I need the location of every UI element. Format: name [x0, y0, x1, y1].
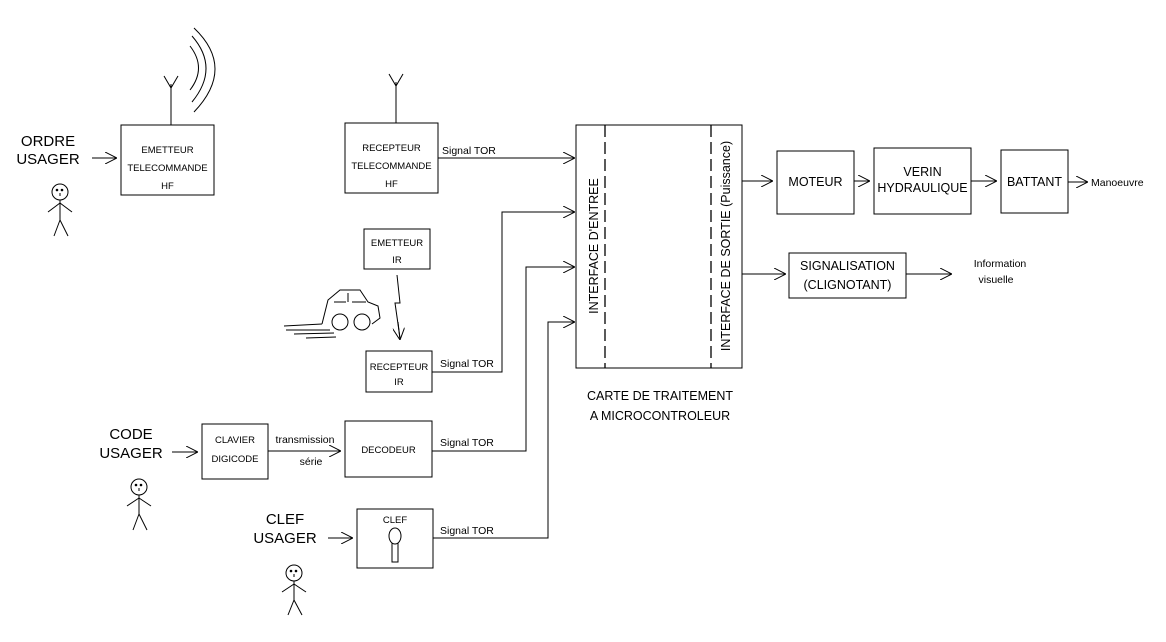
- car-icon: [283, 289, 381, 339]
- clef-label: CLEF: [383, 515, 407, 526]
- emetteur-ir-box: [363, 228, 431, 270]
- decodeur-signal-arrow: [432, 267, 575, 452]
- ordre-usager-label: ORDRE USAGER: [16, 133, 80, 168]
- ir-signal-arrow: [432, 212, 575, 373]
- recepteur-ir-line1: RECEPTEUR: [370, 362, 429, 373]
- signalisation-box: [788, 252, 907, 299]
- antenna-icon: [163, 75, 179, 125]
- clef-box: [356, 508, 434, 569]
- decodeur-label: DECODEUR: [361, 445, 416, 456]
- recepteur-hf-line1: RECEPTEUR: [362, 143, 421, 154]
- svg-text:CLEF: CLEF: [266, 511, 304, 528]
- clavier-line2: DIGICODE: [212, 454, 259, 465]
- signal-tor-clef-label: Signal TOR: [440, 525, 494, 537]
- clavier-line1: CLAVIER: [215, 435, 255, 446]
- ir-link-arrow: [394, 274, 401, 339]
- battant-box: [1000, 149, 1069, 214]
- moteur-label: MOTEUR: [788, 175, 842, 189]
- svg-text:CODE: CODE: [109, 426, 152, 443]
- visuelle-label: visuelle: [978, 274, 1013, 286]
- output-interface-label: INTERFACE DE SORTIE (Puissance): [719, 141, 733, 351]
- stick-figure-icon: [281, 564, 307, 616]
- battant-label: BATTANT: [1007, 175, 1062, 189]
- signal-tor-decodeur-label: Signal TOR: [440, 437, 494, 449]
- emetteur-hf-line1: EMETTEUR: [141, 145, 193, 156]
- key-icon: [388, 527, 402, 563]
- verin-line2: HYDRAULIQUE: [877, 181, 967, 195]
- svg-text:USAGER: USAGER: [253, 530, 317, 547]
- decodeur-box: [344, 420, 433, 478]
- processing-card-box: [575, 124, 743, 369]
- recepteur-ir-box: [365, 350, 433, 393]
- signalisation-line1: SIGNALISATION: [800, 259, 895, 273]
- emetteur-hf-line3: HF: [161, 181, 174, 192]
- verin-hydraulique-box: [873, 147, 972, 215]
- recepteur-hf-line3: HF: [385, 179, 398, 190]
- manoeuvre-label: Manoeuvre: [1091, 177, 1144, 189]
- signal-tor-ir-label: Signal TOR: [440, 358, 494, 370]
- input-interface-label: INTERFACE D'ENTREE: [587, 178, 601, 314]
- recepteur-ir-line2: IR: [394, 377, 404, 388]
- antenna-icon: [388, 73, 404, 123]
- ir-link-arrowhead: [398, 321, 400, 340]
- emetteur-telecommande-hf-box: [120, 124, 215, 196]
- clef-usager-label: CLEF USAGER: [253, 511, 317, 547]
- svg-text:USAGER: USAGER: [99, 445, 163, 462]
- clef-signal-arrow: [433, 322, 575, 539]
- code-usager-label: CODE USAGER: [99, 426, 163, 462]
- card-caption-line1: CARTE DE TRAITEMENT: [587, 389, 733, 403]
- information-label: Information: [974, 258, 1027, 270]
- svg-text:ORDRE: ORDRE: [21, 133, 75, 150]
- transmission-label: transmission: [276, 434, 335, 446]
- emetteur-ir-line1: EMETTEUR: [371, 238, 423, 249]
- clavier-digicode-box: [201, 423, 269, 480]
- signal-tor-hf-label: Signal TOR: [442, 145, 496, 157]
- emetteur-ir-line2: IR: [392, 255, 402, 266]
- stick-figure-icon: [47, 183, 73, 237]
- recepteur-hf-line2: TELECOMMANDE: [351, 161, 431, 172]
- emetteur-hf-line2: TELECOMMANDE: [127, 163, 207, 174]
- serie-label: série: [300, 456, 323, 468]
- radio-waves-icon: [189, 27, 216, 113]
- svg-text:USAGER: USAGER: [16, 151, 80, 168]
- verin-line1: VERIN: [903, 165, 941, 179]
- moteur-box: [776, 150, 855, 215]
- signalisation-line2: (CLIGNOTANT): [804, 278, 892, 292]
- recepteur-telecommande-hf-box: [344, 122, 439, 194]
- card-caption-line2: A MICROCONTROLEUR: [590, 409, 730, 423]
- stick-figure-icon: [126, 478, 152, 531]
